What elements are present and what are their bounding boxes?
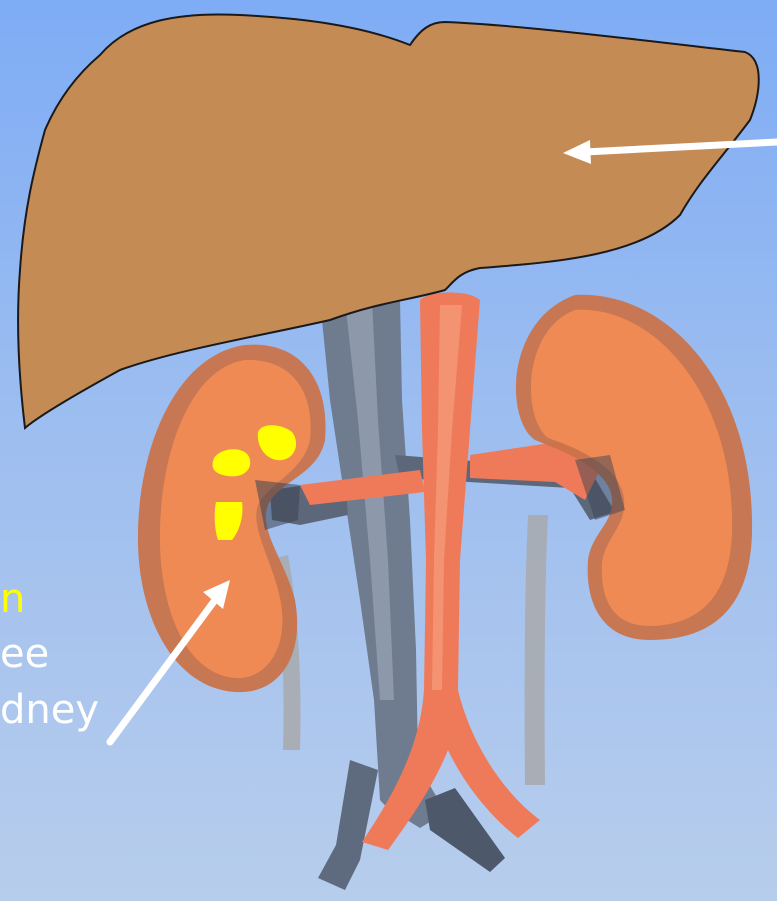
right-iliac-vein bbox=[318, 760, 378, 890]
right-ureter bbox=[525, 515, 548, 785]
label-line-3-kidney: dney bbox=[0, 690, 99, 730]
label-line-1: n bbox=[0, 579, 25, 619]
label-line-2: ee bbox=[0, 634, 49, 674]
